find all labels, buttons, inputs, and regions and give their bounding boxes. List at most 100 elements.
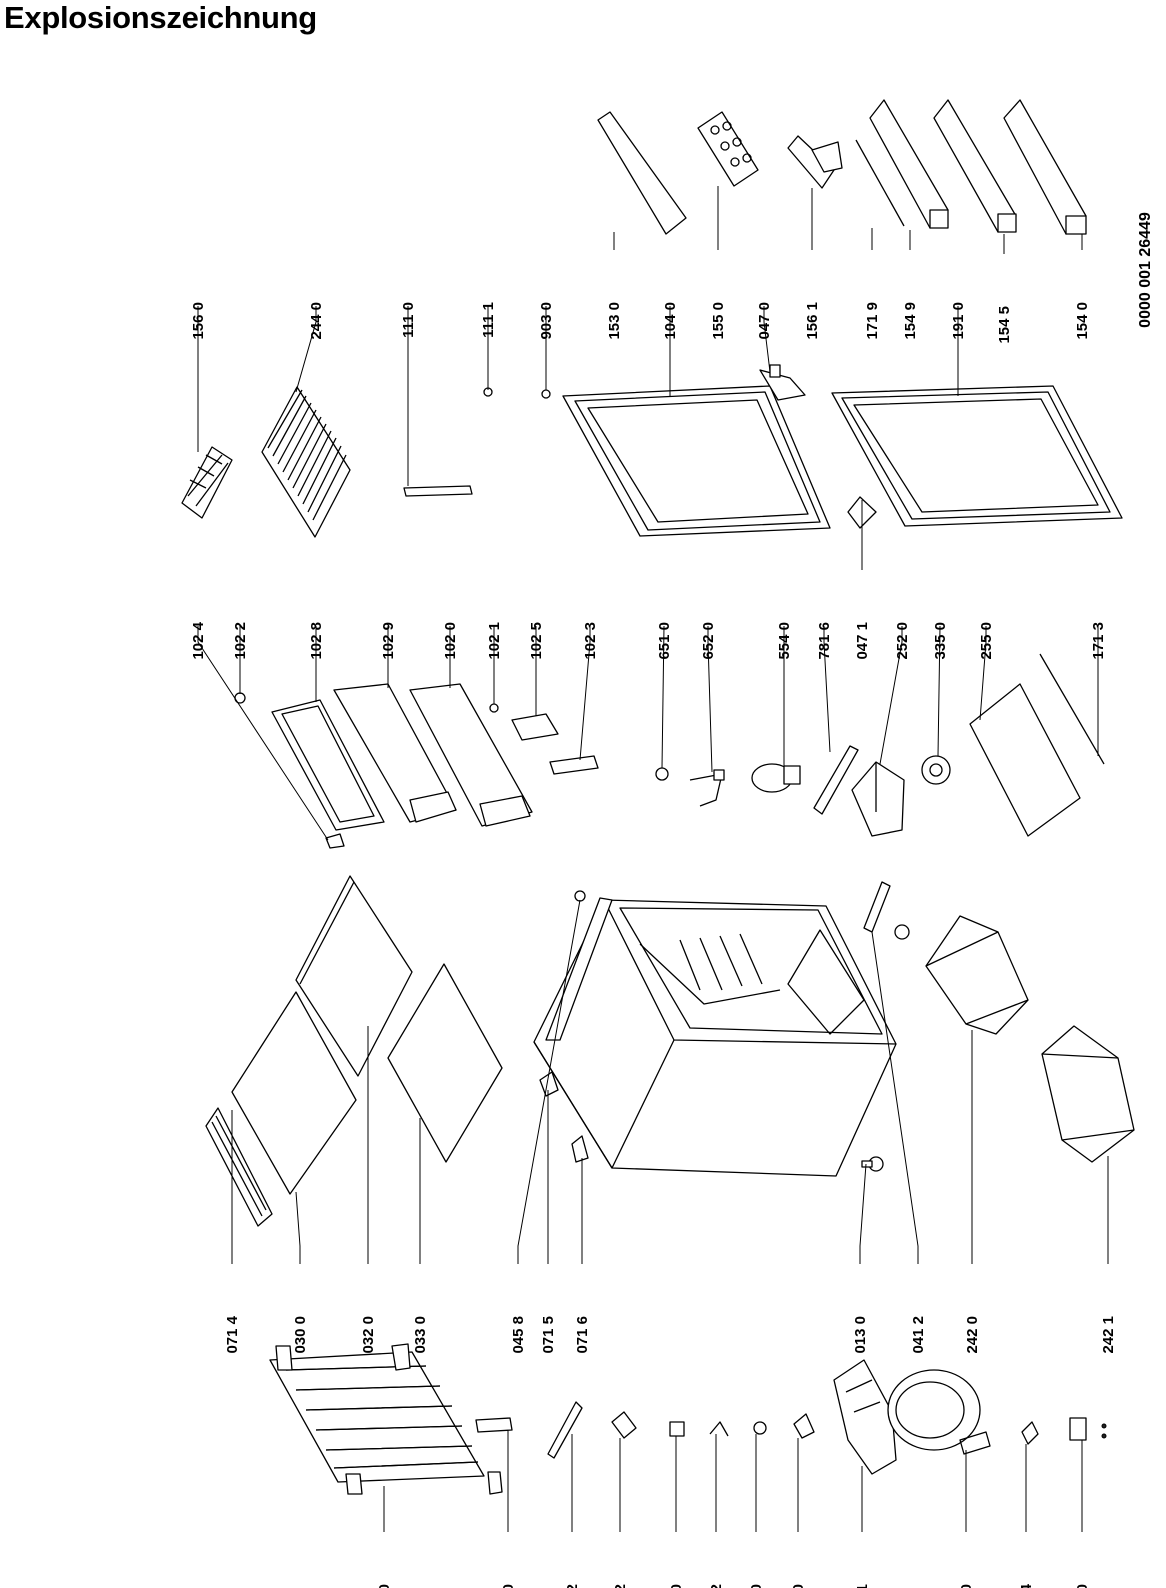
condenser-740-0 bbox=[269, 1343, 503, 1495]
part-label: 155 0 bbox=[710, 302, 727, 340]
part-label: 191 0 bbox=[950, 302, 967, 340]
part-label: 154 5 bbox=[996, 306, 1013, 344]
part-label: 561 2 bbox=[612, 1584, 629, 1588]
panel-032-0 bbox=[295, 875, 413, 1077]
part-label: 111 1 bbox=[480, 302, 497, 338]
part-label: 102 5 bbox=[528, 622, 545, 660]
door-191-0 bbox=[831, 385, 1123, 527]
light-781-6 bbox=[813, 745, 859, 815]
part-label: 764 0 bbox=[500, 1584, 517, 1588]
foot-013-0 bbox=[861, 1156, 884, 1172]
panel-030-0 bbox=[231, 991, 357, 1195]
wiring-652-0 bbox=[689, 769, 725, 807]
part-561-0 bbox=[793, 1413, 815, 1439]
part-402-4 bbox=[1021, 1421, 1039, 1445]
part-label: 156 1 bbox=[804, 302, 821, 340]
part-label: 041 2 bbox=[910, 1316, 927, 1354]
part-label: 032 0 bbox=[360, 1316, 377, 1354]
relay-561-2 bbox=[611, 1411, 637, 1439]
part-label: 740 0 bbox=[376, 1584, 393, 1588]
part-label: 781 6 bbox=[816, 622, 833, 660]
leader-line bbox=[661, 625, 665, 769]
leader-line bbox=[879, 626, 903, 765]
part-614-0 bbox=[753, 1421, 767, 1435]
door-tray-154-5 bbox=[933, 99, 1017, 233]
leader-line bbox=[295, 306, 317, 393]
part-label: 652 0 bbox=[700, 622, 717, 660]
part-label: 102 8 bbox=[308, 622, 325, 660]
leader-line bbox=[295, 1191, 301, 1264]
leader-line bbox=[707, 626, 713, 773]
plate-255-0 bbox=[969, 683, 1081, 837]
part-420-0 bbox=[1069, 1417, 1107, 1441]
thermostat-554-0 bbox=[751, 763, 801, 793]
leader-line bbox=[197, 626, 329, 841]
door-tray-154-0 bbox=[1003, 99, 1087, 235]
base-plate-402-1 bbox=[833, 1359, 897, 1475]
part-label: 154 0 bbox=[1074, 302, 1091, 340]
part-label: 934 2 bbox=[708, 1584, 725, 1588]
holder-156-1 bbox=[787, 135, 843, 189]
part-label: 252 0 bbox=[894, 622, 911, 660]
part-102-4 bbox=[325, 833, 345, 849]
part-label: 420 0 bbox=[1074, 1584, 1091, 1588]
part-label: 154 9 bbox=[902, 302, 919, 340]
part-label: 071 6 bbox=[574, 1316, 591, 1354]
part-label: 402 0 bbox=[958, 1584, 975, 1588]
part-label: 102 1 bbox=[486, 622, 503, 660]
rod-171-9 bbox=[855, 139, 905, 227]
egg-tray-155-0 bbox=[697, 111, 759, 187]
wire-shelf-244-0 bbox=[261, 386, 351, 538]
leader-lines bbox=[197, 186, 1109, 1532]
part-934-2 bbox=[709, 1421, 729, 1437]
rod-171-3 bbox=[1039, 653, 1105, 765]
filter-drier-764-0 bbox=[475, 1417, 513, 1433]
part-label: 104 0 bbox=[662, 302, 679, 340]
leader-line bbox=[979, 626, 987, 721]
frame-102-8 bbox=[271, 699, 385, 831]
part-label: 242 1 bbox=[1100, 1316, 1117, 1354]
part-label: 102 2 bbox=[232, 622, 249, 660]
part-label: 013 0 bbox=[852, 1316, 869, 1354]
part-label: 402 1 bbox=[854, 1584, 871, 1588]
page-title: Explosionszeichnung bbox=[4, 0, 317, 35]
hinge-111-0 bbox=[403, 485, 473, 497]
crisper-box-242-1 bbox=[1041, 1025, 1135, 1163]
leader-line bbox=[763, 306, 771, 373]
part-071-6 bbox=[571, 1135, 589, 1163]
part-label: 335 0 bbox=[932, 622, 949, 660]
ice-cube-tray-156-0 bbox=[181, 446, 233, 519]
door-gasket-104-0 bbox=[562, 385, 831, 537]
part-label: 614 0 bbox=[748, 1584, 765, 1588]
plate-102-5 bbox=[511, 713, 559, 741]
crisper-box-242-0 bbox=[925, 915, 1029, 1035]
part-651-0 bbox=[655, 767, 669, 781]
part-label: 047 1 bbox=[854, 622, 871, 660]
part-label: 554 0 bbox=[776, 622, 793, 660]
part-label: 030 0 bbox=[292, 1316, 309, 1354]
part-label: 993 2 bbox=[564, 1584, 581, 1588]
leader-line bbox=[823, 626, 831, 753]
panel-033-0 bbox=[387, 963, 503, 1163]
part-label: 493 0 bbox=[668, 1584, 685, 1588]
knob-335-0 bbox=[921, 755, 951, 785]
bar-153-0 bbox=[597, 111, 687, 235]
part-label: 903 0 bbox=[538, 302, 555, 340]
screw-903-0 bbox=[541, 389, 551, 399]
part-label: 033 0 bbox=[412, 1316, 429, 1354]
leader-line bbox=[859, 1163, 867, 1264]
part-label: 651 0 bbox=[656, 622, 673, 660]
leader-line bbox=[517, 899, 581, 1264]
part-label: 102 3 bbox=[582, 622, 599, 660]
grille-071-4 bbox=[205, 1107, 273, 1227]
housing-102-0 bbox=[409, 683, 533, 827]
part-label: 171 9 bbox=[864, 302, 881, 340]
leader-line bbox=[937, 625, 941, 757]
leader-line bbox=[579, 626, 591, 761]
cabinet-body bbox=[533, 897, 897, 1177]
part-label: 045 8 bbox=[510, 1316, 527, 1354]
part-label: 111 0 bbox=[400, 302, 417, 338]
part-label: 047 0 bbox=[756, 302, 773, 340]
